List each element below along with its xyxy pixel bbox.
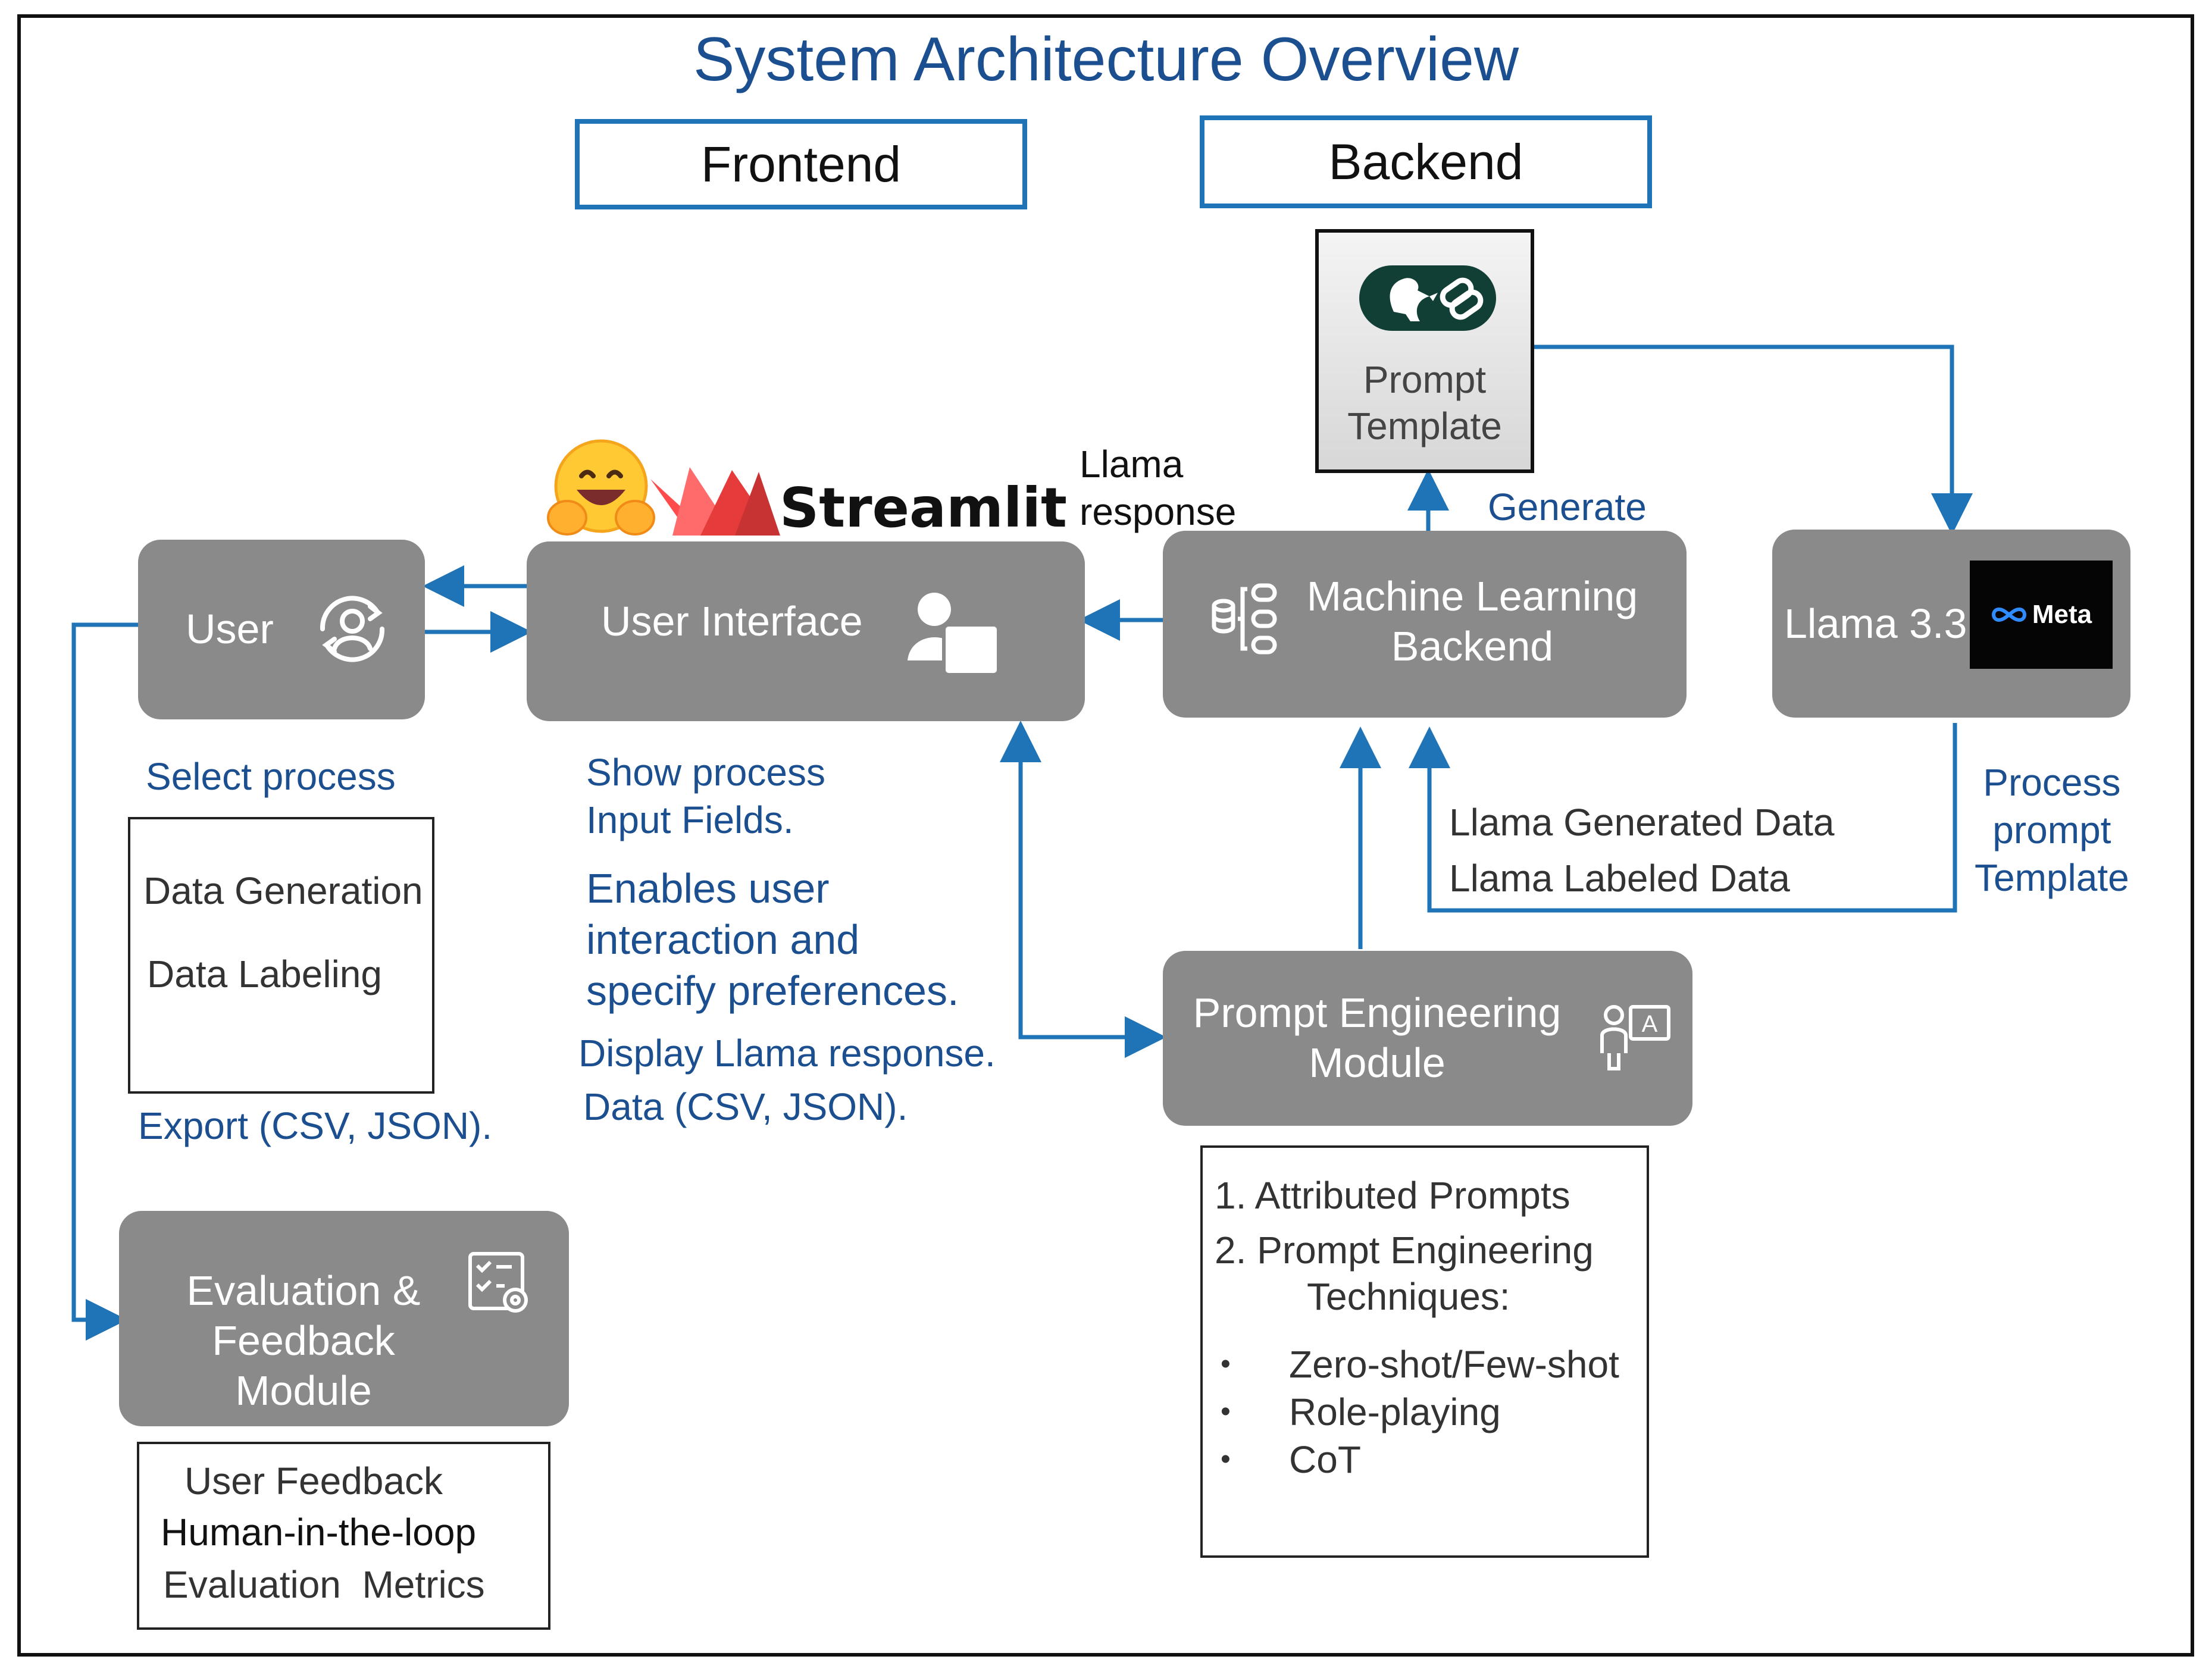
llama-node: Llama 3.3 Meta <box>1772 530 2130 718</box>
prompt-template-badge <box>1359 265 1496 331</box>
prompt-engineering-node: Prompt Engineering Module A <box>1163 951 1692 1126</box>
user-to-evaluation-arrow <box>71 622 143 1341</box>
llama-response-label: Llama response <box>1080 443 1237 533</box>
database-graph-icon <box>1212 583 1277 655</box>
generate-label: Generate <box>1488 486 1647 528</box>
prompt-template-label: Prompt Template <box>1347 358 1502 447</box>
process-prompt-template-label: Process prompt Template <box>1975 761 2129 899</box>
data-export-label: Data (CSV, JSON). <box>583 1085 908 1128</box>
human-in-the-loop-item: Human-in-the-loop <box>161 1511 477 1554</box>
diagram-frame <box>17 14 2194 1657</box>
svg-text:A: A <box>1642 1011 1658 1037</box>
llama-node-label: Llama 3.3 <box>1784 600 1967 647</box>
display-llama-response-label: Display Llama response. <box>578 1032 996 1075</box>
ml-backend-node: Machine Learning Backend <box>1163 531 1687 718</box>
page-title: System Architecture Overview <box>693 25 1519 94</box>
prompt-techniques-box: 1. Attributed Prompts 2. Prompt Engineer… <box>1200 1145 1649 1558</box>
user-node-label: User <box>186 606 274 652</box>
enables-interaction-label: Enables user interaction and specify pre… <box>586 865 959 1014</box>
prompt-engineering-techniques-item: 2. Prompt Engineering <box>1215 1229 1594 1272</box>
user-interface-icon <box>908 593 1000 677</box>
prompt-template-card: Prompt Template <box>1315 229 1534 473</box>
attributed-prompts-item: 1. Attributed Prompts <box>1215 1174 1570 1217</box>
backend-header-label: Backend <box>1328 133 1523 190</box>
bullet-icon: • <box>1221 1348 1231 1380</box>
meta-logo: Meta <box>1970 561 2113 669</box>
bullet-icon: • <box>1221 1396 1231 1427</box>
template-to-llama-arrow <box>1534 345 1973 535</box>
backend-header: Backend <box>1200 115 1652 208</box>
evaluation-feedback-label: Evaluation & Feedback Module <box>186 1267 421 1414</box>
evaluation-metrics-item: Evaluation Metrics <box>163 1563 485 1606</box>
process-option-data-labeling: Data Labeling <box>147 953 382 995</box>
show-process-label: Show process Input Fields. <box>586 751 825 841</box>
prompt-engineering-label: Prompt Engineering Module <box>1193 990 1562 1086</box>
process-options-box: Data Generation Data Labeling <box>128 817 434 1094</box>
streamlit-logo-icon <box>650 467 780 536</box>
user-interface-label: User Interface <box>601 598 863 644</box>
techniques-subtitle: Techniques: <box>1307 1275 1510 1318</box>
user-node: User <box>138 540 425 719</box>
bullet-icon: • <box>1221 1444 1231 1475</box>
user-interface-node: User Interface <box>527 541 1085 721</box>
select-process-label: Select process <box>146 755 396 798</box>
person-language-icon: A <box>1600 1005 1670 1070</box>
process-option-data-generation: Data Generation <box>143 869 423 912</box>
meta-logo-text: Meta <box>2032 600 2092 629</box>
export-label: Export (CSV, JSON). <box>138 1104 493 1147</box>
hugging-face-logo <box>547 439 655 536</box>
feedback-items-box: User Feedback Human-in-the-loop Evaluati… <box>137 1442 550 1630</box>
technique-cot: CoT <box>1289 1438 1361 1481</box>
checklist-settings-icon <box>468 1252 528 1313</box>
meta-infinity-icon <box>1991 607 2026 622</box>
parrot-chain-icon <box>1390 277 1484 321</box>
technique-role-playing: Role-playing <box>1289 1391 1501 1433</box>
streamlit-logo-text: Streamlit <box>780 476 1067 540</box>
llama-labeled-data-label: Llama Labeled Data <box>1449 857 1790 900</box>
llama-data-arrow <box>1409 723 1957 913</box>
evaluation-feedback-node: Evaluation & Feedback Module <box>119 1211 569 1426</box>
ui-to-prompt-engineering-arrow <box>1018 726 1166 1058</box>
technique-zero-few-shot: Zero-shot/Few-shot <box>1289 1343 1619 1386</box>
user-sync-icon <box>320 596 385 662</box>
frontend-header: Frontend <box>575 119 1027 209</box>
frontend-header-label: Frontend <box>700 136 902 192</box>
ml-backend-label: Machine Learning Backend <box>1306 573 1638 669</box>
llama-generated-data-label: Llama Generated Data <box>1449 801 1835 844</box>
user-feedback-item: User Feedback <box>184 1460 443 1502</box>
